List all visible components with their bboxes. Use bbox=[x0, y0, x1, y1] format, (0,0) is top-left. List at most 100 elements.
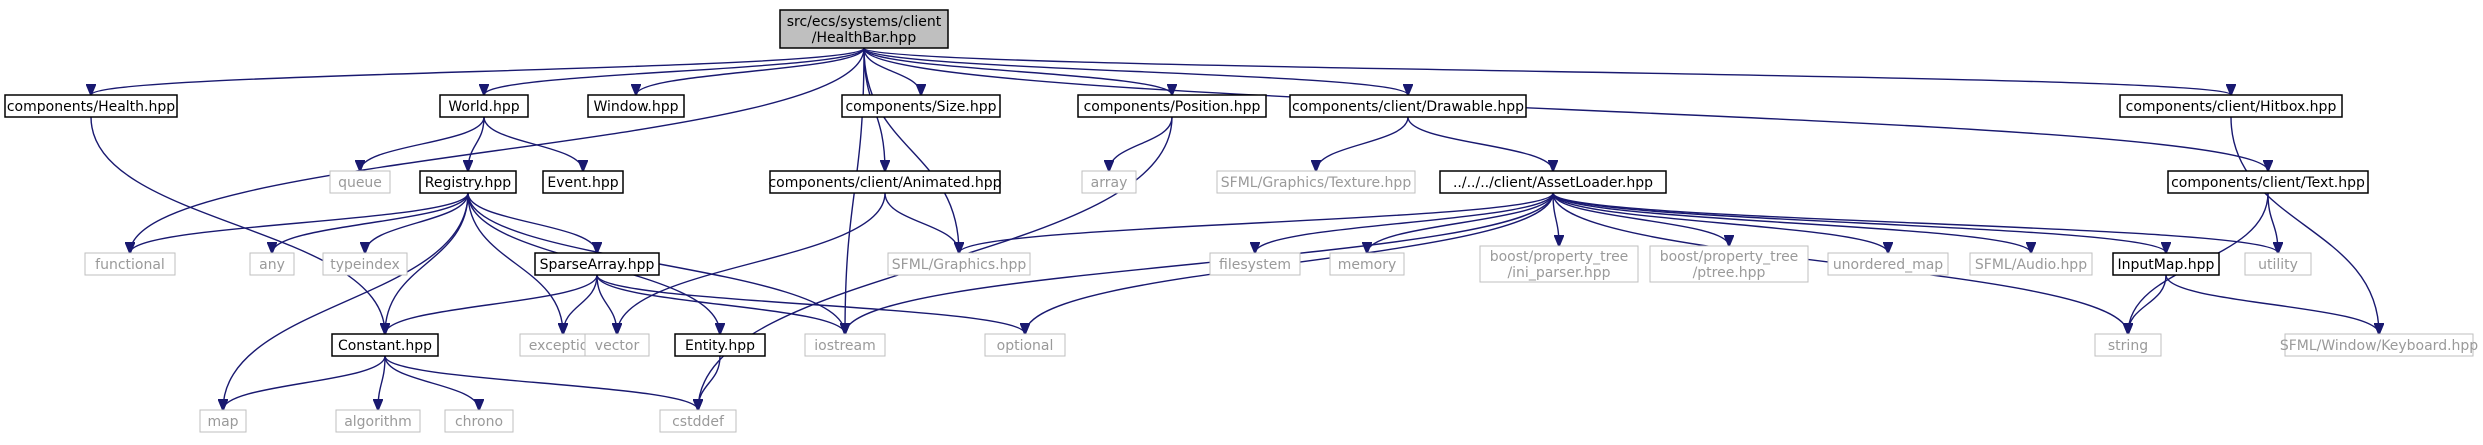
node-health[interactable]: components/Health.hpp bbox=[4, 94, 178, 118]
node-hitbox[interactable]: components/client/Hitbox.hpp bbox=[2119, 94, 2343, 118]
edge-root-to-size bbox=[863, 47, 921, 95]
node-ptree: boost/property_tree/ptree.hpp bbox=[1649, 245, 1809, 283]
edge-position-to-array bbox=[1109, 116, 1173, 171]
node-label-algorithm: algorithm bbox=[344, 414, 412, 430]
node-map: map bbox=[199, 409, 247, 433]
edge-registry-to-functional bbox=[130, 192, 469, 253]
edge-inputmap-to-sfmlkeyboard bbox=[2165, 274, 2379, 334]
node-label-event: Event.hpp bbox=[547, 175, 618, 191]
node-box-text bbox=[2167, 170, 2369, 194]
node-root[interactable]: src/ecs/systems/client/HealthBar.hpp bbox=[779, 9, 949, 49]
node-box-queue bbox=[329, 170, 391, 194]
node-label-queue: queue bbox=[338, 175, 382, 191]
node-label-vector: vector bbox=[595, 338, 640, 354]
node-box-cstddef bbox=[659, 409, 737, 433]
node-label-array: array bbox=[1091, 175, 1128, 191]
node-position[interactable]: components/Position.hpp bbox=[1077, 94, 1267, 118]
node-label-sfmlgraphics: SFML/Graphics.hpp bbox=[892, 257, 1027, 273]
edge-world-to-queue bbox=[360, 116, 485, 171]
node-label-utility: utility bbox=[2258, 257, 2298, 273]
node-sparsearray[interactable]: SparseArray.hpp bbox=[534, 252, 660, 276]
edge-animated-to-vector bbox=[617, 192, 886, 334]
edge-root-to-position bbox=[863, 47, 1172, 95]
node-box-iniparser bbox=[1479, 245, 1639, 283]
node-inputmap[interactable]: InputMap.hpp bbox=[2112, 252, 2220, 276]
edge-root-to-functional bbox=[130, 47, 865, 253]
node-box-iostream bbox=[804, 333, 886, 357]
edge-registry-to-any bbox=[272, 192, 469, 253]
node-queue: queue bbox=[329, 170, 391, 194]
node-box-size bbox=[841, 94, 1001, 118]
node-box-chrono bbox=[444, 409, 514, 433]
node-label-functional: functional bbox=[95, 257, 165, 273]
node-box-health bbox=[4, 94, 178, 118]
node-box-vector bbox=[584, 333, 650, 357]
edge-assetloader-to-inputmap bbox=[1552, 192, 2166, 253]
node-box-optional bbox=[984, 333, 1066, 357]
node-assetloader[interactable]: ../../../client/AssetLoader.hpp bbox=[1439, 170, 1667, 194]
node-box-sparsearray bbox=[534, 252, 660, 276]
node-label-world: World.hpp bbox=[448, 99, 519, 115]
node-box-algorithm bbox=[335, 409, 421, 433]
edge-registry-to-sparsearray bbox=[467, 192, 597, 253]
node-vector: vector bbox=[584, 333, 650, 357]
node-label-optional: optional bbox=[997, 338, 1054, 354]
node-box-array bbox=[1081, 170, 1137, 194]
node-box-map bbox=[199, 409, 247, 433]
node-label-iniparser-line1: /ini_parser.hpp bbox=[1507, 265, 1610, 281]
edge-sparsearray-to-iostream bbox=[596, 274, 845, 334]
node-box-root bbox=[779, 9, 949, 49]
node-box-functional bbox=[84, 252, 176, 276]
node-window[interactable]: Window.hpp bbox=[587, 94, 685, 118]
node-box-hitbox bbox=[2119, 94, 2343, 118]
edge-constant-to-chrono bbox=[384, 355, 479, 410]
edge-health-to-constant bbox=[90, 116, 385, 334]
node-label-text: components/client/Text.hpp bbox=[2171, 175, 2365, 191]
node-world[interactable]: World.hpp bbox=[439, 94, 529, 118]
edge-root-to-hitbox bbox=[863, 47, 2231, 95]
node-drawable[interactable]: components/client/Drawable.hpp bbox=[1289, 94, 1527, 118]
node-text[interactable]: components/client/Text.hpp bbox=[2167, 170, 2369, 194]
node-sfmlaudio: SFML/Audio.hpp bbox=[1969, 252, 2093, 276]
node-label-constant: Constant.hpp bbox=[338, 338, 432, 354]
node-label-cstddef: cstddef bbox=[672, 414, 725, 430]
node-utility: utility bbox=[2244, 252, 2312, 276]
node-label-string: string bbox=[2108, 338, 2148, 354]
node-array: array bbox=[1081, 170, 1137, 194]
node-label-ptree-line0: boost/property_tree bbox=[1660, 249, 1799, 265]
node-box-sfmlaudio bbox=[1969, 252, 2093, 276]
edge-sparsearray-to-exception bbox=[563, 274, 598, 334]
node-label-sfmltexture: SFML/Graphics/Texture.hpp bbox=[1221, 175, 1412, 191]
edge-assetloader-to-filesystem bbox=[1255, 192, 1554, 253]
node-label-entity: Entity.hpp bbox=[685, 338, 755, 354]
node-registry[interactable]: Registry.hpp bbox=[419, 170, 517, 194]
node-box-filesystem bbox=[1209, 252, 1301, 276]
node-event[interactable]: Event.hpp bbox=[542, 170, 624, 194]
node-box-unorderedmap bbox=[1827, 252, 1949, 276]
node-box-string bbox=[2094, 333, 2162, 357]
node-typeindex: typeindex bbox=[322, 252, 408, 276]
edge-assetloader-to-sfmlgraphics bbox=[959, 192, 1554, 253]
node-entity[interactable]: Entity.hpp bbox=[674, 333, 766, 357]
edge-world-to-event bbox=[483, 116, 583, 171]
edge-text-to-utility bbox=[2267, 192, 2278, 253]
node-box-drawable bbox=[1289, 94, 1527, 118]
edge-root-to-text bbox=[863, 47, 2268, 171]
node-box-world bbox=[439, 94, 529, 118]
node-label-iniparser-line0: boost/property_tree bbox=[1490, 249, 1629, 265]
node-constant[interactable]: Constant.hpp bbox=[331, 333, 439, 357]
node-sfmlkeyboard: SFML/Window/Keyboard.hpp bbox=[2280, 333, 2478, 357]
edge-sparsearray-to-constant bbox=[385, 274, 598, 334]
node-box-utility bbox=[2244, 252, 2312, 276]
edge-drawable-to-sfmltexture bbox=[1316, 116, 1409, 171]
edge-animated-to-sfmlgraphics bbox=[884, 192, 959, 253]
node-label-size: components/Size.hpp bbox=[845, 99, 996, 115]
node-label-chrono: chrono bbox=[455, 414, 503, 430]
node-sfmltexture: SFML/Graphics/Texture.hpp bbox=[1216, 170, 1416, 194]
node-box-registry bbox=[419, 170, 517, 194]
edge-root-to-health bbox=[91, 47, 865, 95]
node-animated[interactable]: components/client/Animated.hpp bbox=[768, 170, 1002, 194]
edge-assetloader-to-ptree bbox=[1552, 192, 1729, 246]
edge-root-to-drawable bbox=[863, 47, 1408, 95]
node-size[interactable]: components/Size.hpp bbox=[841, 94, 1001, 118]
